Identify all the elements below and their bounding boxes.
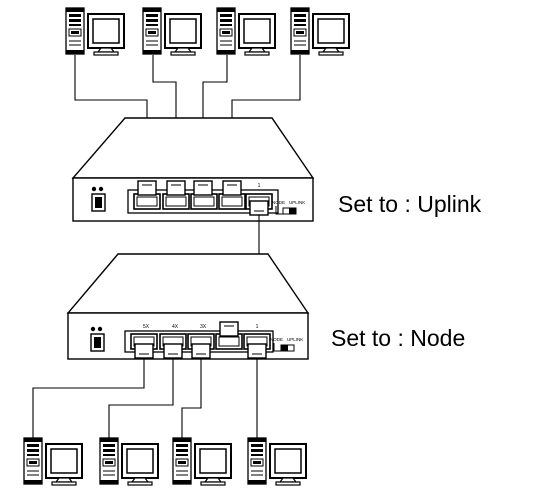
port-icon: [218, 193, 246, 210]
power-jack-icon: [90, 326, 105, 352]
switch-label-node: NODE: [272, 200, 285, 205]
rj45-plug-icon: [166, 180, 186, 196]
lower-port-label-3x: 3X: [200, 324, 207, 330]
lower-cables: [32, 358, 258, 440]
desktop-computer-icon: [290, 7, 350, 56]
rj45-plug-icon: [249, 200, 269, 216]
port-icon: [133, 193, 161, 210]
node-uplink-switch: NODE UPLINK: [270, 337, 303, 352]
switch-label-uplink: UPLINK: [287, 337, 303, 342]
upper-hub-top: [71, 117, 315, 179]
rj45-plug-icon: [134, 343, 154, 359]
rj45-plug-icon: [219, 321, 239, 337]
rj45-plug-icon: [193, 180, 213, 196]
lower-port-label-4x: 4X: [172, 324, 179, 330]
rj45-plug-icon: [163, 343, 183, 359]
lower-port-label-1: 1: [256, 324, 259, 330]
desktop-computer-icon: [23, 437, 83, 486]
switch-label-node: NODE: [270, 337, 283, 342]
upper-port-label-1: 1: [258, 183, 261, 189]
rj45-plug-icon: [137, 180, 157, 196]
top-computers: [65, 7, 350, 56]
port-icon: [190, 193, 218, 210]
port-icon: [162, 193, 190, 210]
bottom-computers: [23, 437, 307, 486]
desktop-computer-icon: [247, 437, 307, 486]
caption-node: Set to : Node: [331, 325, 466, 351]
caption-uplink: Set to : Uplink: [338, 191, 482, 217]
desktop-computer-icon: [172, 437, 232, 486]
upper-hub: 1 NODE UPLINK: [71, 117, 315, 222]
lower-hub-top: [66, 253, 310, 314]
desktop-computer-icon: [65, 7, 125, 56]
desktop-computer-icon: [99, 437, 159, 486]
rj45-plug-icon: [222, 180, 242, 196]
lower-hub: 5X 4X 3X 1 NODE UPLINK: [66, 253, 310, 360]
rj45-plug-icon: [191, 343, 211, 359]
lower-port-label-5x: 5X: [143, 324, 150, 330]
power-jack-icon: [91, 186, 106, 212]
desktop-computer-icon: [216, 7, 276, 56]
rj45-plug-icon: [247, 343, 267, 359]
desktop-computer-icon: [142, 7, 202, 56]
node-uplink-switch: NODE UPLINK: [272, 200, 305, 215]
switch-label-uplink: UPLINK: [289, 200, 305, 205]
